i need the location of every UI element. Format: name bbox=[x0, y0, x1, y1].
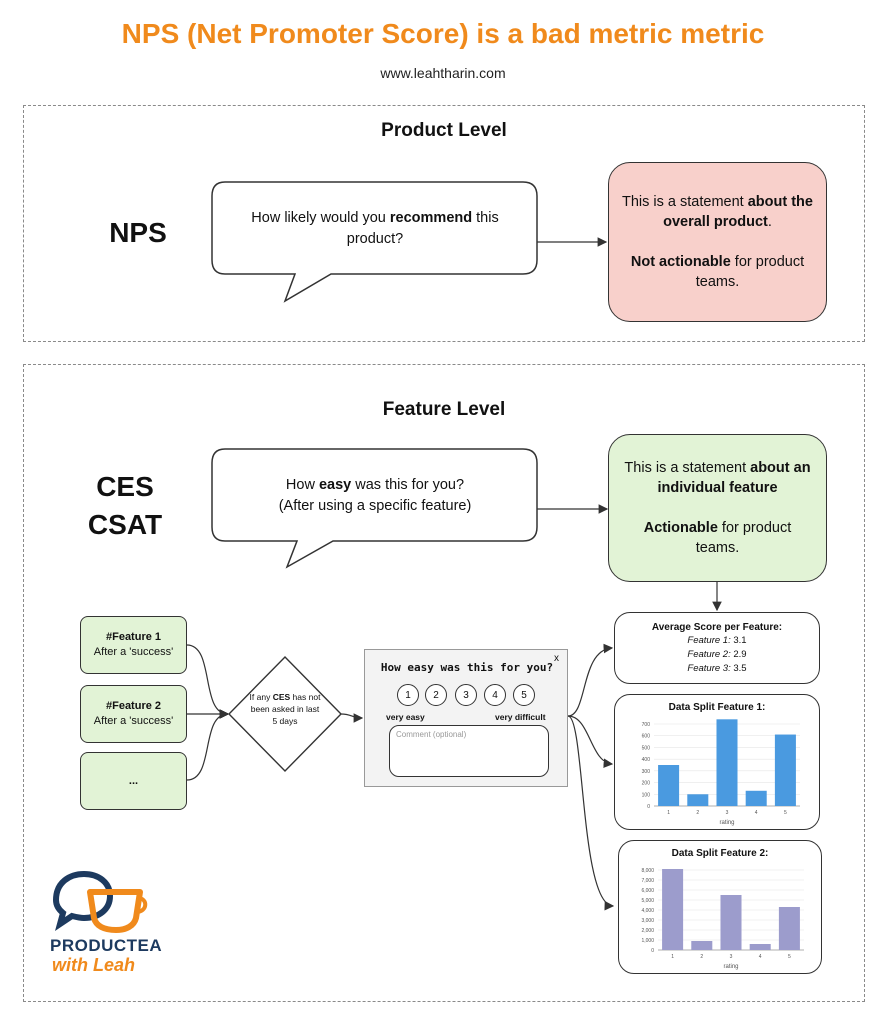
nps-statement-line1: This is a statement about the overall pr… bbox=[622, 194, 813, 230]
x-axis-label: rating bbox=[719, 820, 734, 826]
y-tick-label: 400 bbox=[642, 757, 651, 763]
rating-high-label: very difficult bbox=[495, 712, 546, 722]
x-tick-label: 4 bbox=[759, 954, 762, 960]
page-title: NPS (Net Promoter Score) is a bad metric… bbox=[121, 18, 765, 49]
logo-wordmark: PRODUCTEA bbox=[50, 936, 163, 955]
x-tick-label: 1 bbox=[671, 954, 674, 960]
y-tick-label: 600 bbox=[642, 734, 651, 740]
y-tick-label: 5,000 bbox=[641, 898, 654, 904]
y-tick-label: 8,000 bbox=[641, 868, 654, 874]
average-score-row: Feature 3: 3.5 bbox=[687, 663, 747, 674]
nps-label: NPS bbox=[109, 217, 167, 248]
product-level-section bbox=[23, 105, 865, 342]
product-level-heading: Product Level bbox=[381, 120, 507, 141]
y-tick-label: 7,000 bbox=[641, 878, 654, 884]
x-tick-label: 2 bbox=[700, 954, 703, 960]
rating-option-4[interactable]: 4 bbox=[484, 684, 506, 706]
rating-option-3[interactable]: 3 bbox=[455, 684, 477, 706]
y-tick-label: 2,000 bbox=[641, 928, 654, 934]
feature-level-section bbox=[23, 364, 865, 1002]
arrow-decision-to-survey bbox=[340, 713, 364, 723]
y-tick-label: 100 bbox=[642, 792, 651, 798]
survey-widget: How easy was this for you? x 1 2 3 4 5 v… bbox=[364, 649, 568, 787]
average-score-list: Feature 1: 3.1 Feature 2: 2.9 Feature 3:… bbox=[615, 634, 819, 676]
chart-feature-1: 0 100 200 300 400 500 600 700 1 2 3 4 5 rating bbox=[642, 719, 800, 826]
x-axis-label: rating bbox=[723, 964, 738, 970]
bar bbox=[778, 907, 800, 950]
arrow-feature3-to-decision bbox=[186, 709, 230, 781]
y-tick-label: 0 bbox=[647, 804, 650, 810]
ces-question: How easy was this for you? (After using … bbox=[228, 475, 522, 517]
rating-option-2[interactable]: 2 bbox=[425, 684, 447, 706]
comment-input[interactable]: Comment (optional) bbox=[389, 725, 549, 777]
decision-diamond bbox=[228, 656, 342, 772]
nps-statement-box: This is a statement about the overall pr… bbox=[608, 162, 827, 322]
y-tick-label: 1,000 bbox=[641, 938, 654, 944]
nps-speech-bubble bbox=[211, 181, 538, 303]
ces-question-note: (After using a specific feature) bbox=[278, 498, 472, 514]
average-score-box: Average Score per Feature: Feature 1: 3.… bbox=[614, 612, 820, 684]
y-tick-label: 200 bbox=[642, 781, 651, 787]
bar bbox=[658, 765, 680, 806]
feature-box-1: #Feature 1 After a 'success' bbox=[80, 616, 187, 674]
x-tick-label: 1 bbox=[667, 810, 670, 816]
y-tick-label: 0 bbox=[651, 948, 654, 954]
arrow-survey-to-chart1 bbox=[567, 715, 614, 769]
feature-box-more: ... bbox=[80, 752, 187, 810]
website-url[interactable]: www.leahtharin.com bbox=[380, 65, 506, 81]
arrow-survey-to-chart2 bbox=[567, 715, 615, 911]
x-tick-label: 3 bbox=[730, 954, 733, 960]
y-tick-label: 4,000 bbox=[641, 908, 654, 914]
average-score-row: Feature 1: 3.1 bbox=[687, 635, 747, 646]
bar bbox=[687, 794, 709, 806]
csat-label: CSAT bbox=[87, 509, 163, 540]
feature-box-2: #Feature 2 After a 'success' bbox=[80, 685, 187, 743]
feature-trigger: After a 'success' bbox=[93, 646, 174, 658]
bar bbox=[749, 944, 771, 950]
feature-name: #Feature 1 bbox=[105, 631, 162, 643]
ces-speech-bubble bbox=[211, 448, 538, 569]
average-score-title: Average Score per Feature: bbox=[651, 622, 783, 633]
feature-level-heading: Feature Level bbox=[382, 399, 506, 420]
feature-statement-line2: Actionable for product teams. bbox=[643, 520, 792, 556]
nps-question: How likely would you recommend this prod… bbox=[251, 210, 499, 247]
feature-trigger: After a 'success' bbox=[93, 715, 174, 727]
y-tick-label: 500 bbox=[642, 745, 651, 751]
productea-logo-icon bbox=[52, 870, 148, 933]
bar bbox=[720, 895, 742, 950]
arrow-survey-to-average bbox=[567, 643, 614, 717]
chart-feature-2: 0 1,000 2,000 3,000 4,000 5,000 6,000 7,000 8,00… bbox=[641, 868, 804, 970]
y-tick-label: 6,000 bbox=[641, 888, 654, 894]
ces-label: CES bbox=[96, 471, 154, 502]
x-tick-label: 5 bbox=[784, 810, 787, 816]
bar bbox=[774, 734, 796, 806]
bar bbox=[745, 790, 767, 806]
rating-low-label: very easy bbox=[386, 712, 425, 722]
chart-feature-2-title: Data Split Feature 2: bbox=[671, 848, 769, 859]
y-tick-label: 700 bbox=[642, 722, 651, 728]
rating-option-1[interactable]: 1 bbox=[397, 684, 419, 706]
feature-statement-box: This is a statement about an individual … bbox=[608, 434, 827, 582]
survey-close-button[interactable]: x bbox=[554, 653, 559, 664]
bar bbox=[716, 719, 738, 806]
chart-feature-1-title: Data Split Feature 1: bbox=[668, 702, 766, 713]
nps-statement-line2: Not actionable for product teams. bbox=[630, 254, 805, 290]
x-tick-label: 4 bbox=[755, 810, 758, 816]
x-tick-label: 3 bbox=[726, 810, 729, 816]
feature-statement-line1: This is a statement about an individual … bbox=[624, 460, 811, 496]
survey-title: How easy was this for you? bbox=[380, 661, 554, 674]
bar bbox=[691, 941, 713, 950]
rating-option-5[interactable]: 5 bbox=[513, 684, 535, 706]
logo-tagline: with Leah bbox=[52, 955, 136, 975]
x-tick-label: 5 bbox=[788, 954, 791, 960]
decision-text: If any CES has not been asked in last 5 … bbox=[249, 692, 321, 726]
feature-name: ... bbox=[128, 774, 139, 787]
feature-name: #Feature 2 bbox=[105, 700, 162, 712]
bar bbox=[662, 869, 684, 950]
average-score-row: Feature 2: 2.9 bbox=[687, 649, 747, 660]
y-tick-label: 3,000 bbox=[641, 918, 654, 924]
x-tick-label: 2 bbox=[696, 810, 699, 816]
y-tick-label: 300 bbox=[642, 769, 651, 775]
